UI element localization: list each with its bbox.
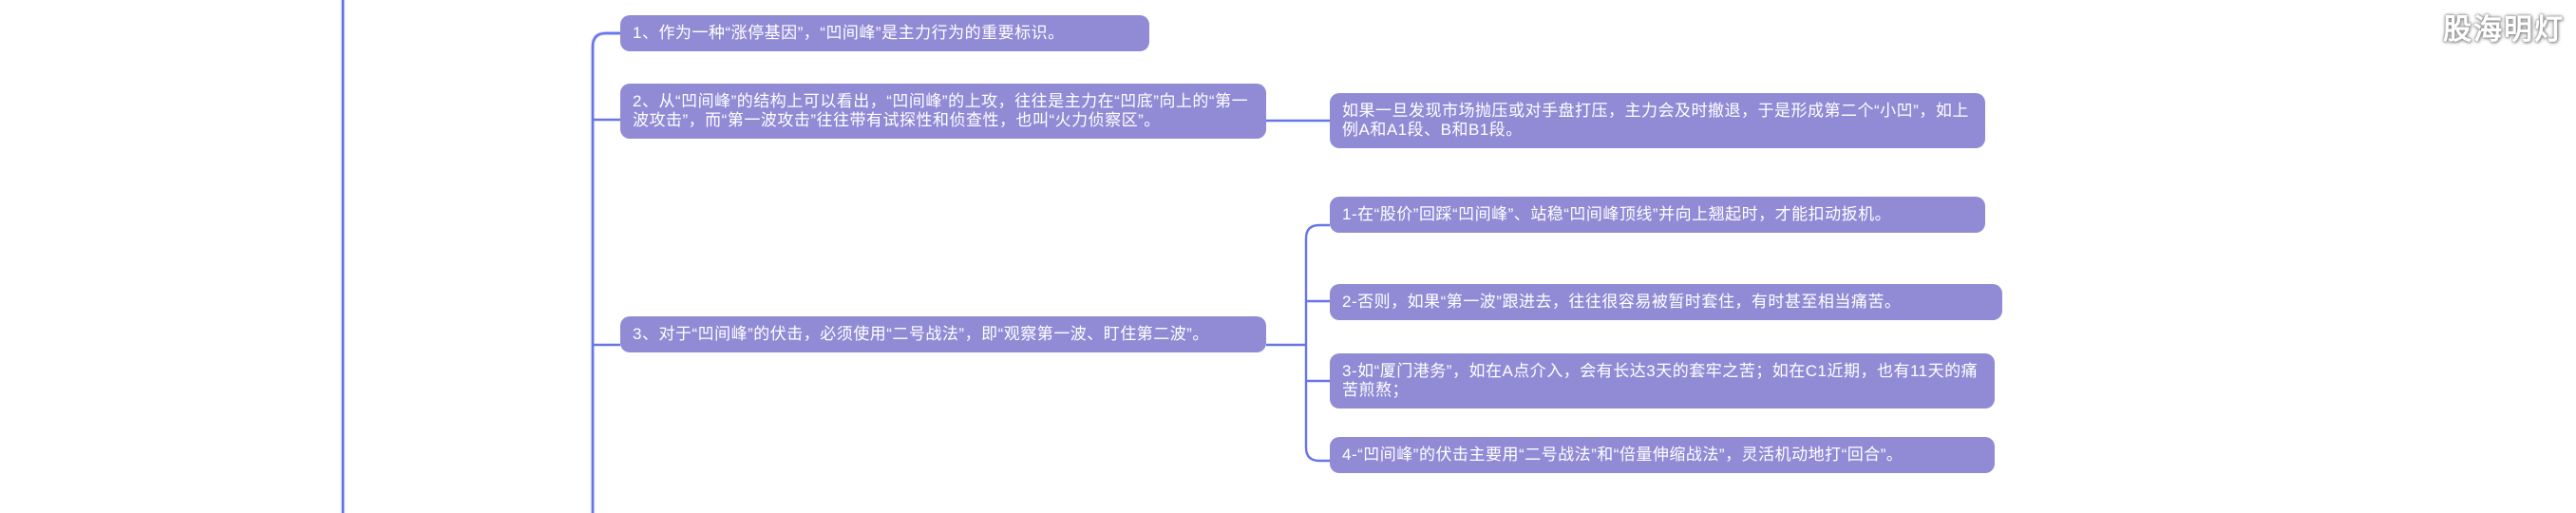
watermark-text: 股海明灯 bbox=[2443, 14, 2565, 46]
topic-node-2[interactable]: 2、从“凹间峰”的结构上可以看出，“凹间峰”的上攻，往往是主力在“凹底”向上的“… bbox=[620, 84, 1266, 139]
topic3-bracket bbox=[1304, 223, 1330, 463]
main-branch-line bbox=[590, 30, 620, 513]
topic-node-1[interactable]: 1、作为一种“涨停基因”，“凹间峰”是主力行为的重要标识。 bbox=[620, 15, 1149, 51]
topic-node-3[interactable]: 3、对于“凹间峰”的伏击，必须使用“二号战法”，即“观察第一波、盯住第二波”。 bbox=[620, 316, 1266, 352]
main-branch-line bbox=[591, 31, 620, 513]
subtopic-node-3-3[interactable]: 3-如“厦门港务”，如在A点介入，会有长达3天的套牢之苦；如在C1近期，也有11… bbox=[1330, 353, 1995, 408]
subtopic-node-3-1[interactable]: 1-在“股价”回踩“凹间峰”、站稳“凹间峰顶线”并向上翘起时，才能扣动扳机。 bbox=[1330, 197, 1985, 233]
subtopic-node-3-4[interactable]: 4-“凹间峰”的伏击主要用“二号战法”和“倍量伸缩战法”，灵活机动地打“回合”。 bbox=[1330, 437, 1995, 473]
subtopic-node-2-1[interactable]: 如果一旦发现市场抛压或对手盘打压，主力会及时撤退，于是形成第二个“小凹”，如上例… bbox=[1330, 93, 1985, 148]
subtopic-node-3-2[interactable]: 2-否则，如果“第一波”跟进去，往往很容易被暂时套住，有时甚至相当痛苦。 bbox=[1330, 284, 2002, 320]
